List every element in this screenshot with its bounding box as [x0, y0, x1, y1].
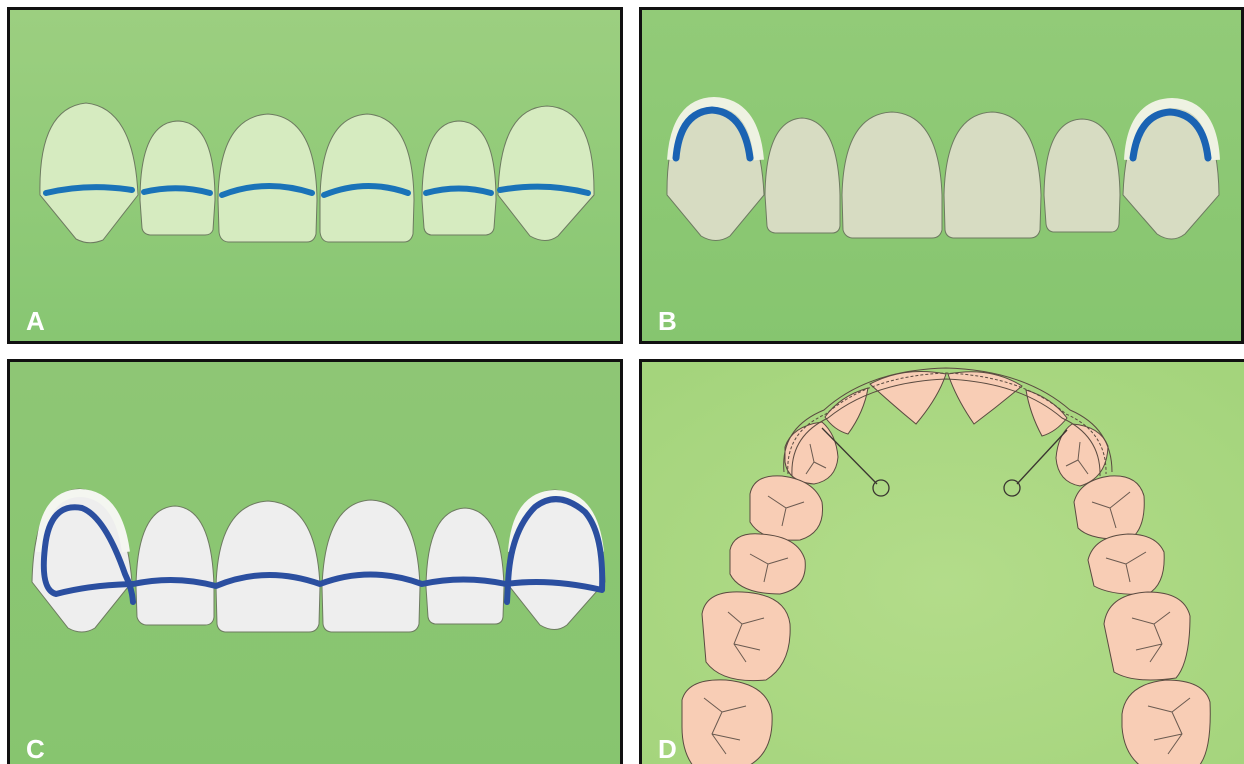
tooth-lateral-right: [140, 121, 215, 235]
panel-d: D: [639, 359, 1244, 764]
panel-label: C: [26, 736, 45, 762]
panel-d-illustration: [642, 362, 1244, 764]
panel-label: A: [26, 308, 45, 334]
tooth-central-left: [320, 114, 414, 242]
panel-a: A: [7, 7, 623, 344]
tooth-molar1-left: [1104, 592, 1190, 680]
tooth-lateral-left: [422, 121, 496, 235]
tooth-molar2-right: [682, 680, 772, 764]
panel-a-illustration: [10, 10, 623, 344]
panel-label: B: [658, 308, 677, 334]
tooth-lateral-left: [1044, 119, 1120, 232]
tooth-molar1-right: [702, 592, 790, 681]
panel-label: D: [658, 736, 677, 762]
tooth-molar2-left: [1122, 680, 1210, 764]
panel-b-illustration: [642, 10, 1244, 344]
panel-c: C: [7, 359, 623, 764]
panel-c-illustration: [10, 362, 623, 764]
tooth-central-right: [218, 114, 317, 242]
panel-b: B: [639, 7, 1244, 344]
